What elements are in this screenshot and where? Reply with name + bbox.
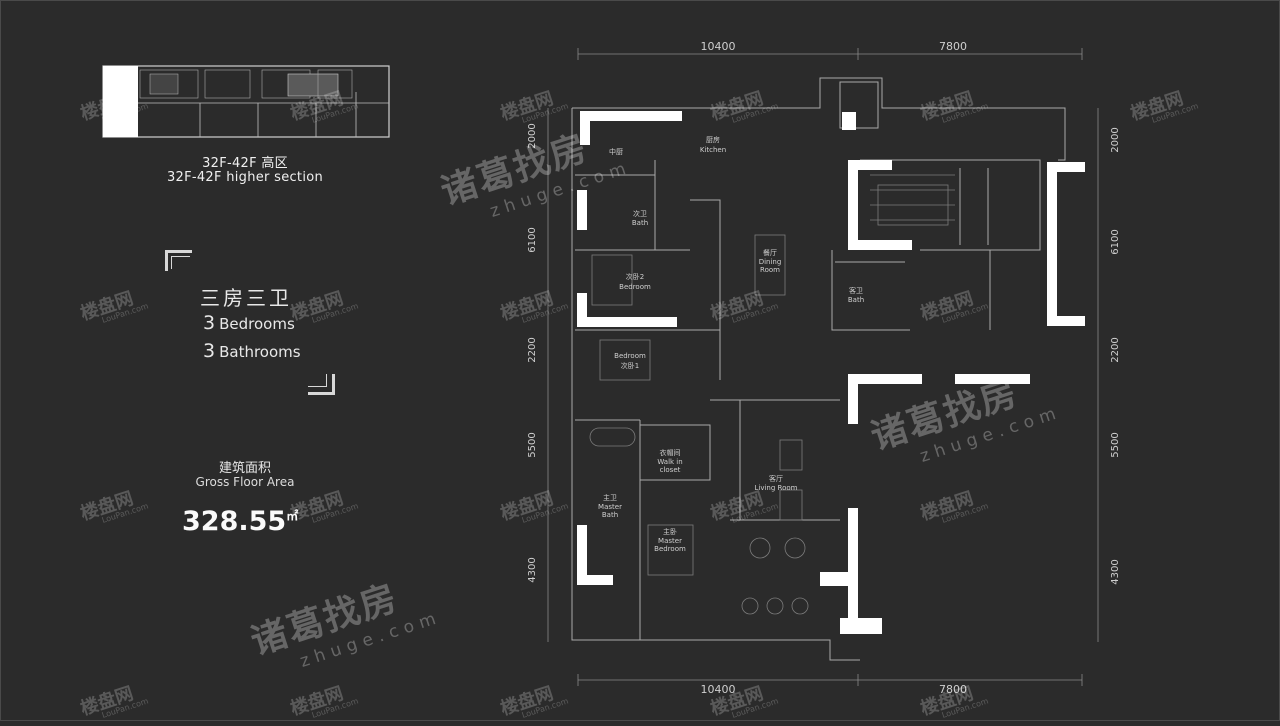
section-title-cn: 32F-42F 高区 [202, 156, 288, 171]
bedrooms-num: 3 [203, 312, 216, 334]
bathrooms-label: Bathrooms [219, 343, 301, 361]
label-bed1-en: Bedroom [614, 352, 646, 360]
dim-left-5: 4300 [527, 557, 538, 582]
area-label-en: Gross Floor Area [195, 475, 295, 489]
label-guestbath-en: Bath [848, 296, 864, 304]
label-closet-en2: closet [660, 466, 681, 474]
dim-bottom-1: 10400 [701, 683, 736, 696]
label-bed1-cn: 次卧1 [621, 361, 639, 370]
key-plan [102, 65, 390, 138]
dim-left-2: 6100 [527, 227, 538, 252]
bedrooms-label: Bedrooms [219, 315, 295, 333]
label-bed2-cn: 次卧2 [626, 272, 644, 281]
dim-right-3: 2200 [1110, 337, 1121, 362]
unit-type-cn: 三房三卫 [200, 286, 292, 310]
area-unit: ㎡ [286, 509, 299, 523]
label-mbath-cn: 主卫 [603, 493, 617, 502]
dim-right-4: 5500 [1110, 432, 1121, 457]
corner-bracket-bottom-right-inner [308, 374, 327, 387]
dim-left-4: 5500 [527, 432, 538, 457]
dim-top-2: 7800 [939, 40, 967, 53]
label-dining-en2: Room [760, 266, 780, 274]
area-label-cn: 建筑面积 [218, 461, 271, 476]
furniture [589, 174, 955, 615]
label-mbed-en1: Master [658, 537, 682, 545]
bathrooms-num: 3 [203, 340, 216, 362]
label-bath2-cn: 次卫 [633, 209, 647, 218]
dim-left-1: 2000 [527, 123, 538, 148]
label-living-en: Living Room [755, 484, 798, 492]
label-mbed-en2: Bedroom [654, 545, 686, 553]
label-kitchen-en: Kitchen [700, 146, 726, 154]
label-living-cn: 客厅 [769, 474, 783, 483]
label-zhongchu: 中厨 [609, 147, 623, 156]
dimension-lines [547, 48, 1099, 686]
structural-walls [577, 111, 1085, 634]
label-dining-cn: 餐厅 [763, 248, 777, 257]
corner-bracket-bottom-right [308, 374, 335, 395]
dim-top-1: 10400 [701, 40, 736, 53]
dim-right-2: 6100 [1110, 229, 1121, 254]
label-closet-en1: Walk in [657, 458, 682, 466]
label-dining-en1: Dining [759, 258, 782, 266]
label-guestbath-cn: 客卫 [849, 286, 863, 295]
label-closet-cn: 衣帽间 [660, 448, 681, 457]
dim-left-3: 2200 [527, 337, 538, 362]
label-bath2-en: Bath [632, 219, 648, 227]
area-number: 328.55 [182, 506, 287, 537]
plan-outline [571, 77, 1066, 661]
label-bed2-en: Bedroom [619, 283, 651, 291]
room-labels: 中厨 厨房 Kitchen 次卫 Bath 次卧2 Bedroom 餐厅 Din… [598, 135, 864, 553]
dim-right-1: 2000 [1110, 127, 1121, 152]
area-value: 328.55㎡ [182, 506, 298, 537]
dim-bottom-2: 7800 [939, 683, 967, 696]
corner-bracket-top-left [165, 250, 192, 271]
corner-bracket-top-left-inner [171, 256, 190, 269]
label-mbath-en1: Master [598, 503, 622, 511]
label-mbath-en2: Bath [602, 511, 618, 519]
dim-right-5: 4300 [1110, 559, 1121, 584]
label-kitchen-cn: 厨房 [706, 135, 720, 144]
label-mbed-cn: 主卧 [663, 527, 677, 536]
section-title-en: 32F-42F higher section [166, 170, 324, 185]
